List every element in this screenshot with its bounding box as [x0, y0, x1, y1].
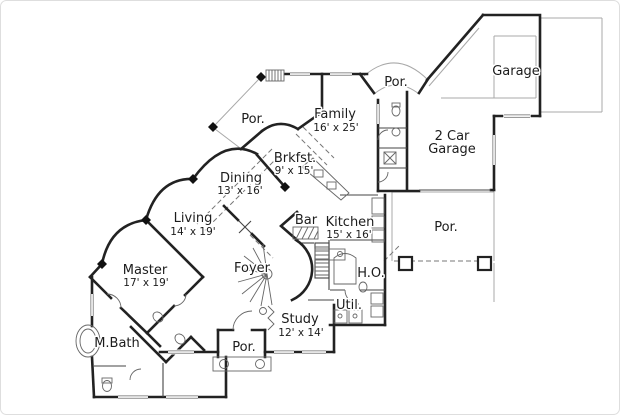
label-bar: Bar [295, 213, 318, 228]
dims-breakfast: 9' x 15' [275, 165, 314, 177]
label-porch-front: Por. [232, 340, 256, 355]
exterior-walls [88, 13, 542, 399]
label-porch-top-right: Por. [384, 75, 408, 90]
powder-room-fixtures [377, 102, 401, 183]
label-kitchen: Kitchen [326, 215, 375, 230]
label-ho: H.O. [357, 266, 385, 281]
dims-dining: 13' x 16' [217, 185, 262, 197]
spiral-staircase [237, 238, 314, 315]
label-living: Living [174, 211, 213, 226]
front-porch-platform [212, 356, 272, 372]
label-porch-upper-left: Por. [241, 112, 265, 127]
entry-steps [265, 69, 285, 82]
porch-columns-right[interactable] [397, 255, 493, 272]
door-swings [106, 289, 360, 331]
label-foyer: Foyer [234, 261, 271, 276]
interior-walls [88, 153, 299, 364]
label-garage: Garage [492, 64, 540, 79]
room-labels: Por. Garage 2 Car Garage Family 16' x 25… [93, 63, 542, 357]
column-diamond-markers [97, 72, 290, 269]
label-master-bath: M.Bath [94, 336, 140, 351]
dims-study: 12' x 14' [278, 327, 323, 339]
dims-family: 16' x 25' [313, 122, 358, 134]
label-master: Master [123, 263, 168, 278]
label-family: Family [314, 107, 356, 122]
label-dining: Dining [220, 171, 262, 186]
half-bath-fixtures [333, 253, 368, 293]
windows [89, 71, 497, 400]
kitchen-counters [301, 157, 385, 261]
staircase [314, 242, 330, 279]
bar-counter [292, 226, 319, 240]
label-porch-side: Por. [434, 220, 458, 235]
utility-fixtures [333, 292, 384, 324]
label-study: Study [281, 312, 319, 327]
roof-and-driveway-lines [214, 17, 603, 302]
dims-kitchen: 15' x 16' [326, 229, 371, 241]
label-breakfast: Brkfst. [274, 151, 316, 166]
label-utility: Util. [336, 298, 362, 313]
master-bath-fixtures [75, 311, 186, 392]
dims-master: 17' x 19' [123, 277, 168, 289]
dims-living: 14' x 19' [170, 226, 215, 238]
label-2car-line1: 2 Car [435, 129, 470, 144]
label-2car-line2: Garage [428, 142, 476, 157]
